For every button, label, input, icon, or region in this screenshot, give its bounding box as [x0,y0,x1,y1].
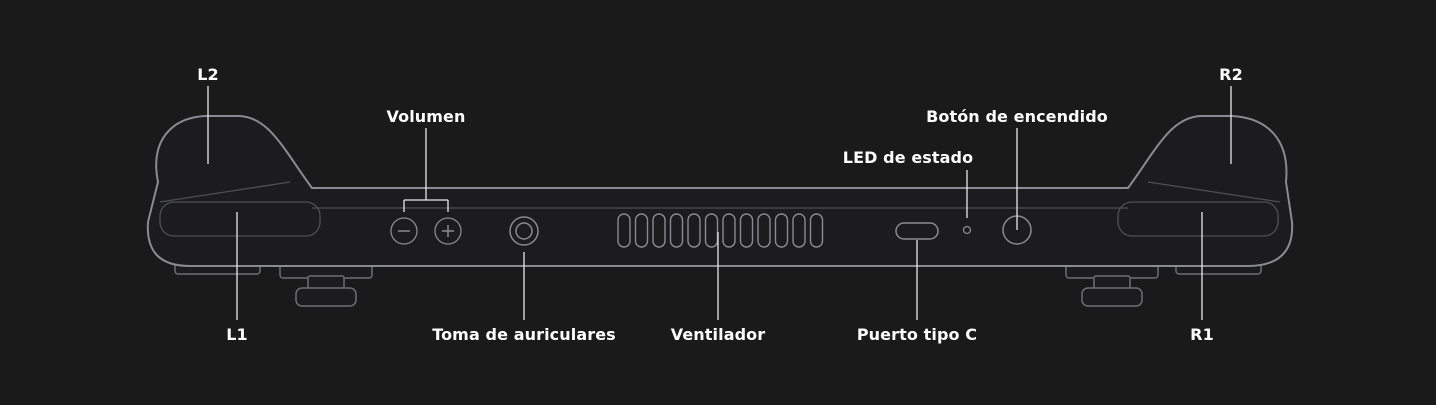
label-r2: R2 [1219,65,1243,84]
label-power-button: Botón de encendido [926,107,1108,126]
r1-bumper [1117,201,1279,237]
fan-vent-slot [669,213,684,248]
fan-vent-slot [792,213,806,248]
fan-vent-slot [757,213,771,248]
l2-trigger-edge [159,181,291,203]
l1-bumper [159,201,321,237]
status-led [962,225,972,235]
fan-vent-slot [722,213,736,248]
label-l2: L2 [197,65,219,84]
fan-vent-slot [809,213,824,248]
device-body [146,115,1294,267]
label-status-led: LED de estado [843,148,973,167]
label-usb-c: Puerto tipo C [857,325,977,344]
label-volume: Volumen [387,107,466,126]
fan-vent-slot [617,213,631,248]
fan-vent-slot [652,213,666,248]
volume-minus-button [390,217,418,245]
label-l1: L1 [226,325,248,344]
label-r1: R1 [1190,325,1214,344]
fan-vent-slot [687,213,701,248]
fan-vent [617,213,824,248]
label-headphone-jack: Toma de auriculares [432,325,616,344]
fan-vent-slot [774,213,789,248]
label-fan: Ventilador [671,325,766,344]
usb-c-port [895,222,939,240]
fan-vent-slot [704,213,719,248]
volume-plus-button [434,217,462,245]
leader-lines [207,86,1232,320]
r2-trigger-edge [1147,181,1281,203]
fan-vent-slot [739,213,754,248]
headphone-jack [509,216,539,246]
fan-vent-slot [634,213,649,248]
